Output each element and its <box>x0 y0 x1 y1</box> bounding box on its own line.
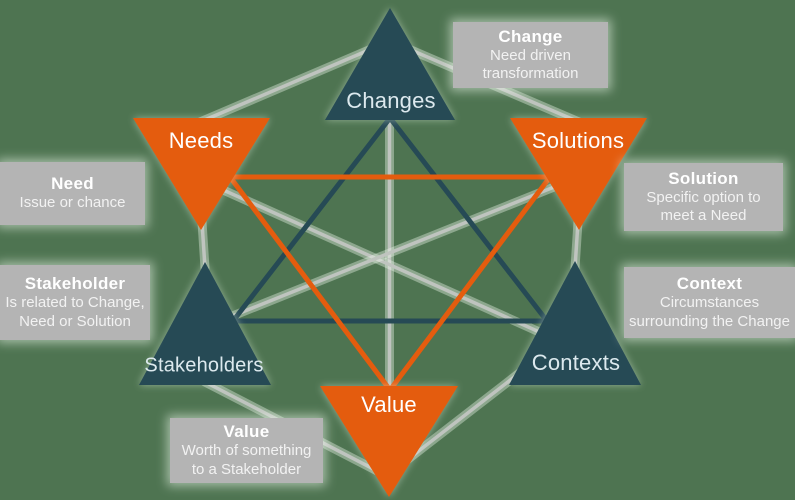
value-callout-description: Worth of something to a Stakeholder <box>181 442 312 478</box>
solutions-label: Solutions <box>531 128 625 153</box>
stakeholders-triangle <box>139 262 271 385</box>
connector-changes-needs <box>198 39 392 124</box>
need-callout-title: Need <box>51 174 94 194</box>
value-label: Value <box>361 392 417 417</box>
stakeholder-callout-description: Is related to Change, Need or Solution <box>5 294 145 330</box>
connector-solutions-contexts <box>573 220 580 270</box>
orange-inner-triangle-outline <box>227 174 553 393</box>
connector-solutions-stakeholders <box>203 175 581 329</box>
contexts-label: Contexts <box>531 350 621 375</box>
changes-label: Changes <box>346 88 436 113</box>
needs-label: Needs <box>168 128 234 153</box>
stakeholders-label: Stakeholders <box>144 354 264 377</box>
solution-callout: Solution Specific option to meet a Need <box>624 163 783 231</box>
solution-callout-description: Specific option to meet a Need <box>646 188 761 224</box>
change-callout-title: Change <box>498 26 563 46</box>
value-triangle <box>320 386 458 497</box>
value-callout: Value Worth of something to a Stakeholde… <box>170 418 323 483</box>
value-callout-title: Value <box>223 422 270 442</box>
solutions-triangle <box>510 118 647 230</box>
change-callout-description: Need driven transformation <box>482 46 579 82</box>
contexts-triangle <box>509 261 641 385</box>
context-callout-description: Circumstances surrounding the Change <box>629 294 790 330</box>
connector-needs-stakeholders <box>200 220 207 270</box>
change-callout: Change Need driven transformation <box>453 22 608 88</box>
dark-inner-triangle-outline <box>230 115 550 324</box>
context-callout-title: Context <box>676 274 743 294</box>
solution-callout-title: Solution <box>668 168 739 188</box>
stakeholder-callout: Stakeholder Is related to Change, Need o… <box>0 265 150 340</box>
needs-triangle <box>133 118 270 230</box>
stakeholder-callout-title: Stakeholder <box>24 274 126 294</box>
need-callout-description: Issue or chance <box>19 194 126 212</box>
changes-triangle <box>325 8 455 120</box>
need-callout: Need Issue or chance <box>0 162 145 225</box>
context-callout: Context Circumstances surrounding the Ch… <box>624 267 795 338</box>
